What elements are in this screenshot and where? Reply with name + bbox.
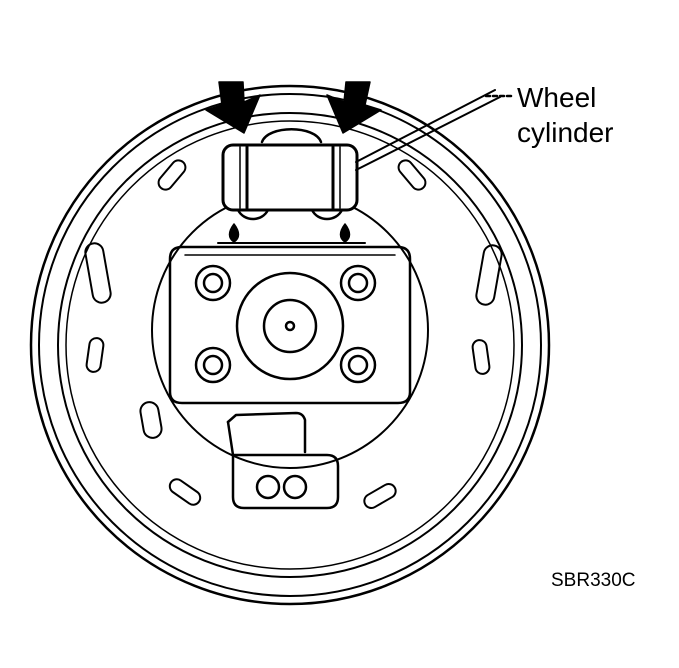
arrow-left-icon: [205, 81, 261, 134]
arrow-right-icon: [326, 81, 382, 134]
reference-code: SBR330C: [551, 570, 636, 591]
callout-label-line1: Wheel: [517, 82, 597, 113]
pressure-arrows: [205, 81, 382, 134]
center-boss: [235, 271, 345, 381]
backing-plate-rim: [29, 84, 551, 606]
axle-flange: [168, 245, 412, 405]
wheel-cylinder: [221, 128, 359, 221]
flange-bolts: [194, 264, 377, 384]
callout-leader: [355, 89, 514, 171]
callout-label-line2: cylinder: [517, 117, 614, 148]
plate-slots: [84, 159, 503, 509]
lower-bracket: [226, 411, 340, 510]
fluid-leak-drops: [228, 223, 351, 243]
